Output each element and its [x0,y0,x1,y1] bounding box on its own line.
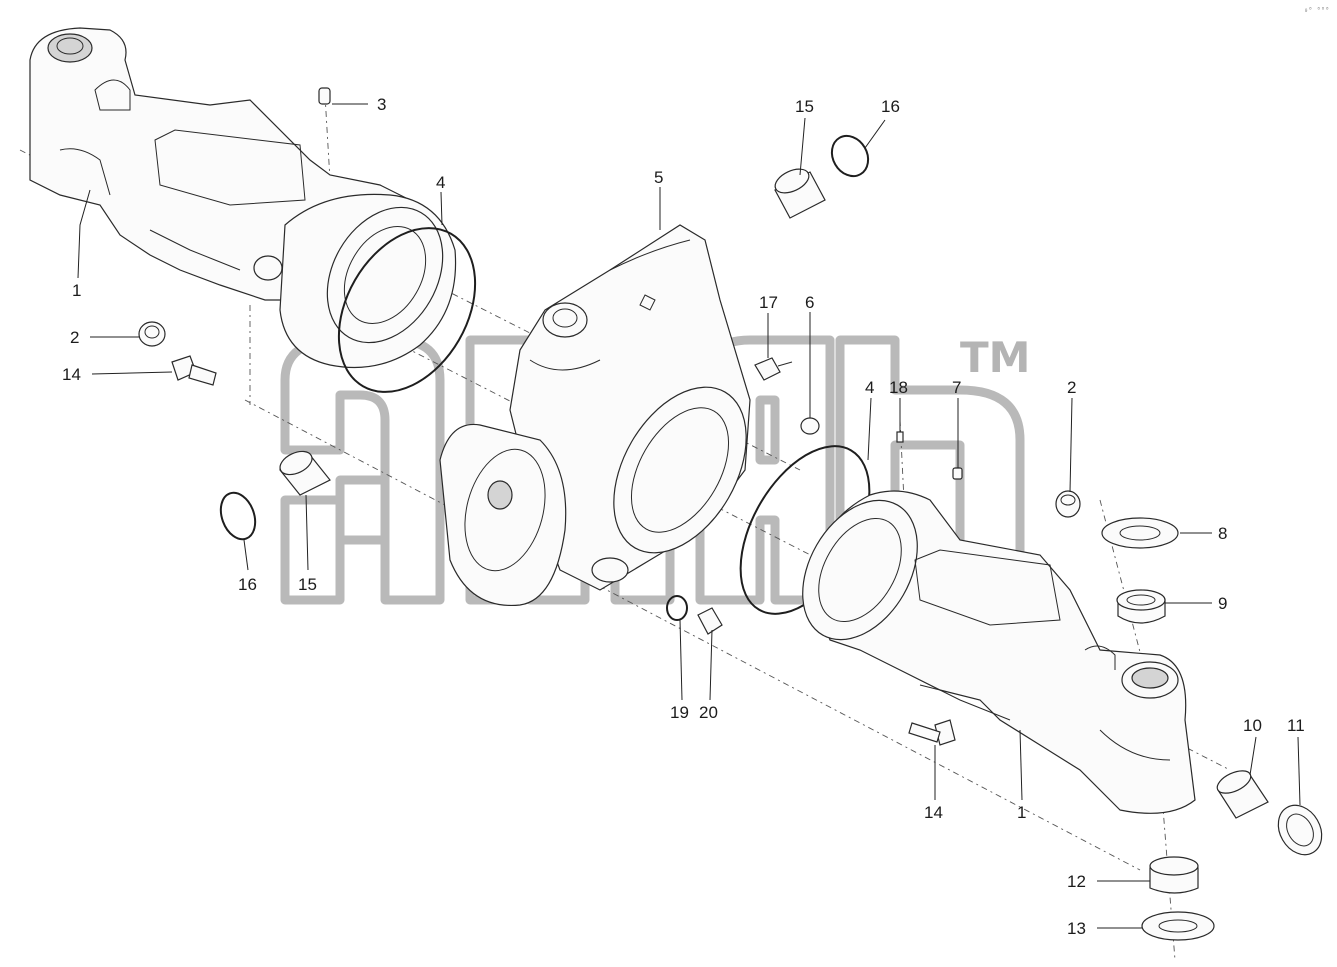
bushing-15-right [774,168,826,219]
bushing-15-left [279,450,331,496]
callout-c8: 8 [1218,524,1227,543]
callout-c10: 10 [1243,716,1262,735]
ring-16-right [830,134,870,178]
bolt-14-right [908,719,956,746]
washer-13 [1141,911,1215,941]
callout-c3: 3 [377,95,386,114]
callout-c1b: 1 [1017,803,1026,822]
corner-mark: ₀⁰ ⁰⁰⁰ [1304,6,1329,14]
breather-17 [754,357,793,381]
callout-labels: 1 2 3 4 5 14 15 16 15 16 17 6 4 18 7 2 8… [62,95,1305,938]
callout-c14b: 14 [924,803,943,822]
callout-c7: 7 [952,378,961,397]
callout-c19: 19 [670,703,689,722]
washer-8 [1101,517,1179,549]
bearing-9 [1116,589,1166,624]
callout-c5: 5 [654,168,663,187]
callout-c2b: 2 [1067,378,1076,397]
callout-c11: 11 [1287,716,1305,735]
callout-c15a: 15 [795,97,814,116]
leader-lines [77,103,1301,929]
bushing-2-right [1055,490,1081,518]
o-ring-left [337,227,477,393]
bushing-2-left [138,321,166,347]
callout-c4b: 4 [865,378,874,397]
ring-16-left [219,491,257,541]
part-3-plug [318,87,331,105]
callout-c15b: 15 [298,575,317,594]
bolt-14-left [171,355,217,386]
bearing-11 [1277,804,1323,856]
callout-c16b: 16 [238,575,257,594]
callout-c13: 13 [1067,919,1086,938]
right-axle-housing [802,490,1196,814]
plug-6 [800,417,820,435]
nut-20 [697,607,723,635]
seal-19 [666,595,688,621]
watermark-tm: TM [960,333,1030,382]
callout-c12: 12 [1067,872,1086,891]
callout-c1a: 1 [72,281,81,300]
callout-c20: 20 [699,703,718,722]
bushing-10 [1216,770,1269,819]
callout-c14a: 14 [62,365,81,384]
callout-c9: 9 [1218,594,1227,613]
bushing-12 [1149,856,1199,894]
plug-7 [952,467,963,480]
left-axle-housing [29,27,457,369]
callout-c16a: 16 [881,97,900,116]
callout-c17: 17 [759,293,778,312]
callout-c2a: 2 [70,328,79,347]
callout-c6: 6 [805,293,814,312]
pin-18 [896,431,904,443]
callout-c4a: 4 [436,173,445,192]
center-housing [439,224,751,607]
callout-c18: 18 [889,378,908,397]
